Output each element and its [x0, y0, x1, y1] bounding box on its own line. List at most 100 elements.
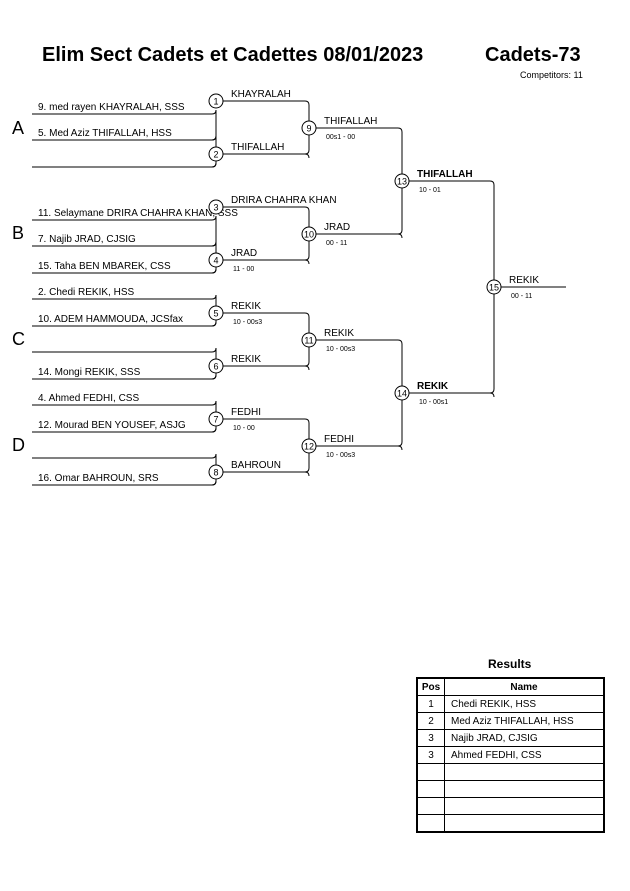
- round1-entry: 14. Mongi REKIK, SSS: [38, 367, 141, 378]
- match-node-5: [208, 305, 224, 321]
- event-title: Elim Sect Cadets et Cadettes 08/01/2023: [42, 44, 424, 66]
- match-number: 9: [306, 124, 311, 134]
- pool-label-d: D: [12, 435, 25, 455]
- results-header-name: Name: [444, 677, 605, 696]
- match-winner: REKIK: [231, 354, 261, 365]
- match-number: 4: [213, 256, 218, 266]
- results-name: [444, 763, 605, 781]
- match-winner: JRAD: [324, 222, 350, 233]
- bracket-r1-out: [216, 418, 310, 424]
- results-row: [416, 780, 605, 798]
- bracket-r1-out: [216, 259, 310, 265]
- bracket-r1: [211, 295, 217, 327]
- round1-entry: 9. med rayen KHAYRALAH, SSS: [38, 102, 185, 113]
- match-number: 5: [213, 309, 218, 319]
- match-number: 6: [213, 362, 218, 372]
- results-pos: [416, 814, 445, 833]
- bracket-r1-out: [216, 312, 310, 318]
- bracket-r1: [211, 216, 217, 247]
- match-winner: REKIK: [509, 275, 539, 286]
- results-pos: [416, 763, 445, 781]
- match-score: 10 - 00s3: [326, 452, 355, 459]
- results-name: Ahmed FEDHI, CSS: [444, 746, 605, 764]
- bracket-r3: [397, 344, 403, 447]
- match-winner: REKIK: [417, 381, 449, 392]
- match-winner: THIFALLAH: [231, 142, 284, 153]
- match-score: 10 - 00s3: [326, 346, 355, 353]
- competitors-count: Competitors: 11: [520, 70, 583, 80]
- bracket-r2: [304, 105, 310, 155]
- match-number: 14: [397, 389, 407, 399]
- bracket-final: [489, 185, 495, 394]
- match-node-3: [208, 199, 224, 215]
- match-winner: BAHROUN: [231, 460, 281, 471]
- match-winner: REKIK: [324, 328, 354, 339]
- round1-entry: 12. Mourad BEN YOUSEF, ASJG: [38, 420, 186, 431]
- match-winner: DRIRA CHAHRA KHAN: [231, 195, 337, 206]
- match-winner: FEDHI: [231, 407, 261, 418]
- match-number: 7: [213, 415, 218, 425]
- bracket-r1: [211, 136, 217, 168]
- bracket-r2-out: [309, 233, 403, 239]
- bracket-r1-out: [216, 206, 310, 212]
- results-name: [444, 780, 605, 798]
- results-pos: [416, 780, 445, 798]
- match-winner: JRAD: [231, 248, 257, 259]
- match-node-8: [208, 464, 224, 480]
- bracket-r3-out: [402, 180, 495, 186]
- round1-entry: 15. Taha BEN MBAREK, CSS: [38, 261, 171, 272]
- entry-line: [32, 162, 217, 168]
- bracket-lines: [32, 100, 566, 486]
- match-number: 13: [397, 177, 407, 187]
- pool-label-a: A: [12, 118, 24, 138]
- bracket-r1: [211, 401, 217, 433]
- bracket-r2-out: [309, 127, 403, 133]
- bracket-r1: [211, 242, 217, 274]
- match-number: 8: [213, 468, 218, 478]
- round1-entry: 11. Selaymane DRIRA CHAHRA KHAN, SSS: [38, 208, 238, 219]
- match-node-15: [486, 279, 502, 295]
- round1-entry: 2. Chedi REKIK, HSS: [38, 287, 134, 298]
- match-score: 10 - 00s3: [233, 319, 262, 326]
- match-node-13: [394, 173, 410, 189]
- round1-entry: 16. Omar BAHROUN, SRS: [38, 473, 159, 484]
- match-winner: FEDHI: [324, 434, 354, 445]
- bracket-r1: [211, 348, 217, 380]
- results-pos: 2: [416, 712, 445, 730]
- bracket-r1-out: [216, 100, 310, 106]
- results-row: [416, 797, 605, 815]
- results-header-row: Pos Name: [416, 677, 605, 696]
- match-node-2: [208, 146, 224, 162]
- category-title: Cadets-73: [485, 44, 581, 66]
- match-number: 2: [213, 150, 218, 160]
- match-score: 10 - 01: [419, 187, 441, 194]
- match-node-6: [208, 358, 224, 374]
- results-name: Najib JRAD, CJSIG: [444, 729, 605, 747]
- match-node-14: [394, 385, 410, 401]
- match-winner: KHAYRALAH: [231, 89, 291, 100]
- match-number: 10: [304, 230, 314, 240]
- bracket-r3-out: [402, 392, 495, 398]
- match-node-1: [208, 93, 224, 109]
- match-node-4: [208, 252, 224, 268]
- match-score: 11 - 00: [233, 266, 254, 273]
- match-score: 00 - 11: [511, 293, 532, 300]
- entry-line: [32, 453, 217, 459]
- results-name: [444, 797, 605, 815]
- round1-entry: 10. ADEM HAMMOUDA, JCSfax: [38, 314, 183, 325]
- match-number: 11: [304, 336, 313, 346]
- pool-label-b: B: [12, 223, 24, 243]
- results-name: Chedi REKIK, HSS: [444, 695, 605, 713]
- match-winner: THIFALLAH: [417, 169, 473, 180]
- bracket-r1: [211, 454, 217, 486]
- results-name: Med Aziz THIFALLAH, HSS: [444, 712, 605, 730]
- match-score: 10 - 00: [233, 425, 255, 432]
